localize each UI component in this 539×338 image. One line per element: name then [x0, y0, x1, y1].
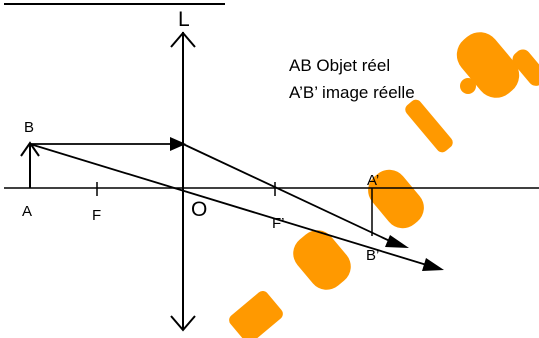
focus-f-prime-label: F’ [272, 215, 285, 232]
ray-parallel [30, 137, 409, 248]
ray-parallel-arrow-icon [170, 137, 186, 151]
lens-top-arrow-icon [170, 31, 196, 48]
lens-bottom-arrow-icon [170, 315, 196, 332]
ray-center [29, 143, 444, 271]
ray-center-arrow-icon [422, 258, 444, 271]
image-b-label: B’ [366, 247, 379, 264]
object-ab [20, 141, 40, 188]
lens-label: L [178, 8, 190, 31]
image-a-label: A’ [367, 172, 379, 189]
point-a-label: A [22, 203, 32, 220]
legend: AB Objet réel A’B’ image réelle [289, 52, 415, 106]
ray-refracted-arrow-icon [385, 235, 409, 248]
focus-f-label: F [92, 207, 101, 224]
object-arrow-icon [20, 141, 40, 157]
watermark [229, 32, 539, 338]
legend-image: A’B’ image réelle [289, 83, 415, 102]
optical-center-label: O [191, 198, 207, 221]
converging-lens [170, 31, 196, 332]
point-b-label: B [24, 119, 34, 136]
legend-object: AB Objet réel [289, 56, 391, 75]
